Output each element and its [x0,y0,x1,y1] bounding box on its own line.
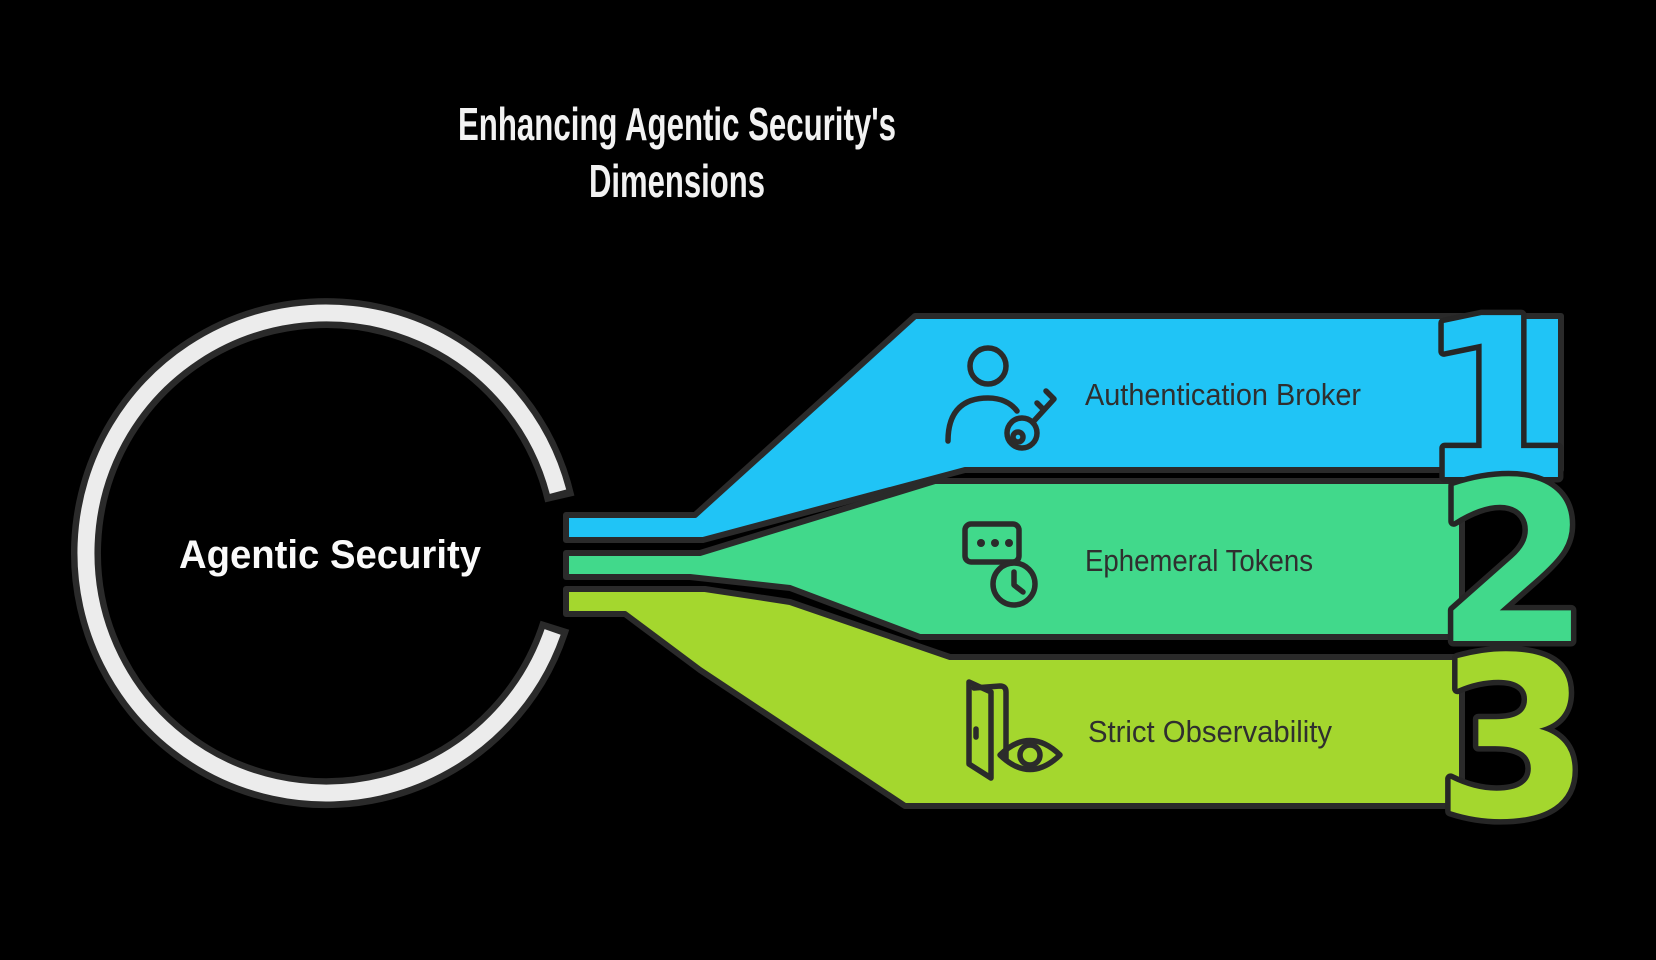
step-label-authentication-broker: Authentication Broker [1085,377,1361,412]
step-label-ephemeral-tokens: Ephemeral Tokens [1085,543,1313,578]
door-leaf-shape [966,679,994,781]
password-clock-icon [962,521,1038,608]
key-hole-shape [1010,429,1026,445]
user-head-shape [967,345,1009,387]
ribbon-strict-observability [563,586,1465,809]
hub-label: Agentic Security [179,533,482,577]
user-shoulders-shape [945,395,1020,444]
key-stem-shape [1030,388,1057,425]
eye-outline-shape [997,737,1063,773]
password-dot-3 [1005,539,1013,547]
step-number-3: 3 [1436,611,1590,869]
hub-ring [70,298,575,809]
clock-hands-shape [1011,569,1026,595]
ribbon-ephemeral-tokens [563,478,1465,640]
eye-iris-shape [1017,742,1043,768]
password-dot-1 [977,539,985,547]
password-box-shape [962,521,1022,565]
clock-face-shape [990,560,1038,608]
page-title-line-1: Enhancing Agentic Security's [458,98,896,150]
key-head-shape [1004,415,1040,451]
door-eye-icon [966,679,1063,781]
user-key-icon [945,345,1057,451]
door-frame-shape [971,683,1009,763]
hub-ring-body [77,304,567,802]
page-title-line-2: Dimensions [589,155,765,207]
step-number-1: 1 [1419,272,1573,530]
ribbon-authentication-broker [563,313,1564,543]
step-label-strict-observability: Strict Observability [1088,714,1332,749]
step-number-2: 2 [1436,436,1590,694]
password-dot-2 [991,539,999,547]
